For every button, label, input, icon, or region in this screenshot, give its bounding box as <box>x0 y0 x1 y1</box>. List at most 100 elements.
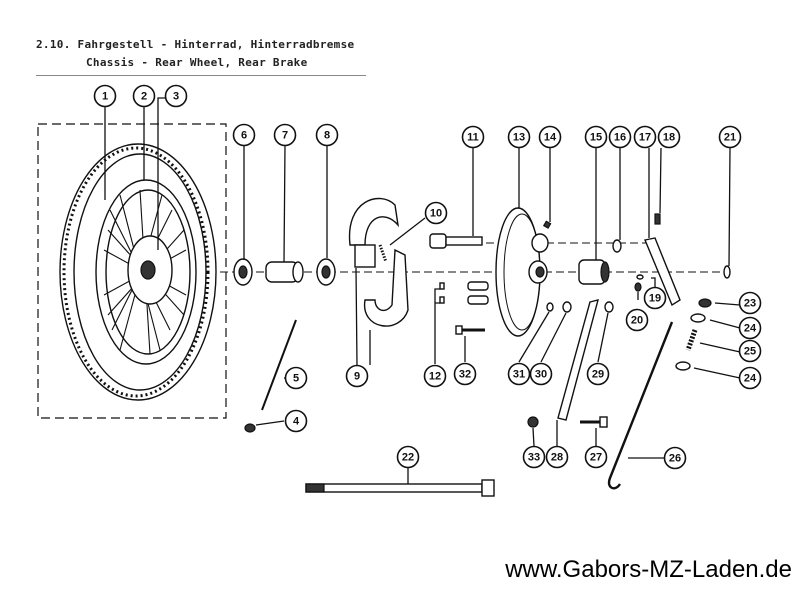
callout-number: 24 <box>744 323 757 335</box>
callout-number: 30 <box>535 369 547 381</box>
callout-20: 20 <box>625 308 649 332</box>
callout-circle <box>453 362 477 386</box>
nut-14 <box>542 220 552 229</box>
callout-30: 30 <box>529 362 553 386</box>
callout-17: 17 <box>633 125 657 149</box>
callout-21: 21 <box>718 125 742 149</box>
callout-circle <box>718 125 742 149</box>
callout-10: 10 <box>424 201 448 225</box>
rubber-bush-15 <box>578 259 610 285</box>
callout-13: 13 <box>507 125 531 149</box>
wing-nut-23 <box>698 298 712 308</box>
callout-circle <box>738 339 762 363</box>
nut-30 <box>562 301 572 313</box>
callout-number: 12 <box>429 371 441 383</box>
spacer-sleeve-7 <box>265 261 304 283</box>
nut-33 <box>527 416 539 428</box>
diagram-title-german: 2.10. Fahrgestell - Hinterrad, Hinterrad… <box>36 38 355 51</box>
callout-number: 7 <box>282 130 288 142</box>
callout-circle <box>345 364 369 388</box>
rear-wheel <box>59 143 217 401</box>
callout-circle <box>424 201 448 225</box>
callout-number: 14 <box>544 132 557 144</box>
callout-number: 20 <box>631 315 643 327</box>
callout-number: 10 <box>430 208 442 220</box>
callout-24: 24 <box>738 316 762 340</box>
callout-number: 8 <box>324 130 330 142</box>
callout-19: 19 <box>643 286 667 310</box>
callout-circle <box>93 84 117 108</box>
callout-number: 1 <box>102 91 108 103</box>
brake-lever-17 <box>644 237 681 307</box>
pins-12 <box>439 281 489 305</box>
callout-number: 33 <box>528 452 540 464</box>
brake-rod-26 <box>607 321 674 490</box>
callout-circle <box>584 445 608 469</box>
callout-circle <box>586 362 610 386</box>
diagram-title-english: Chassis - Rear Wheel, Rear Brake <box>86 56 308 69</box>
callout-number: 31 <box>513 369 525 381</box>
callout-8: 8 <box>315 123 339 147</box>
callout-16: 16 <box>608 125 632 149</box>
callout-number: 9 <box>354 371 360 383</box>
callout-circle <box>132 84 156 108</box>
title-underline <box>36 75 366 76</box>
callout-number: 25 <box>744 346 756 358</box>
callout-circle <box>738 366 762 390</box>
callout-circle <box>522 445 546 469</box>
callout-circle <box>284 409 308 433</box>
bearing-8 <box>316 258 336 286</box>
callout-circle <box>545 445 569 469</box>
callout-circle <box>608 125 632 149</box>
spring-25 <box>685 329 698 351</box>
callout-24: 24 <box>738 366 762 390</box>
brake-shoes-9 <box>348 197 409 327</box>
bearing-6 <box>233 258 253 286</box>
callout-number: 4 <box>293 416 300 428</box>
leader-lines <box>104 97 741 484</box>
callout-number: 26 <box>669 453 681 465</box>
callout-1: 1 <box>93 84 117 108</box>
callout-number: 13 <box>513 132 525 144</box>
screw-18 <box>654 213 661 225</box>
callout-circle <box>529 362 553 386</box>
callout-4: 4 <box>284 409 308 433</box>
callout-circle <box>315 123 339 147</box>
callout-12: 12 <box>423 364 447 388</box>
callout-number: 21 <box>724 132 736 144</box>
callout-15: 15 <box>584 125 608 149</box>
callout-number: 15 <box>590 132 602 144</box>
callout-22: 22 <box>396 445 420 469</box>
spoke-5 <box>261 319 297 411</box>
callout-2: 2 <box>132 84 156 108</box>
wheel-assembly-box <box>37 123 227 419</box>
callout-31: 31 <box>507 362 531 386</box>
rear-axle-22 <box>305 479 495 497</box>
spoke-nipple-4 <box>244 423 256 433</box>
callout-number: 22 <box>402 452 414 464</box>
brake-cam-11 <box>429 233 483 249</box>
callout-26: 26 <box>663 446 687 470</box>
torque-arm-28 <box>557 299 599 421</box>
callout-circle <box>738 291 762 315</box>
callout-14: 14 <box>538 125 562 149</box>
washer-31 <box>546 302 554 312</box>
nut-29 <box>604 301 614 313</box>
bolt-27 <box>580 416 608 428</box>
callout-3: 3 <box>164 84 188 108</box>
callout-circle <box>461 125 485 149</box>
nut-16 <box>612 239 622 253</box>
callout-9: 9 <box>345 364 369 388</box>
callout-number: 11 <box>467 132 479 144</box>
website-watermark: www.Gabors-MZ-Laden.de <box>505 556 792 583</box>
callout-number: 23 <box>744 298 756 310</box>
spring-10 <box>378 244 388 263</box>
callout-32: 32 <box>453 362 477 386</box>
callout-circle <box>507 362 531 386</box>
callout-11: 11 <box>461 125 485 149</box>
callout-number: 2 <box>141 91 147 103</box>
callout-number: 3 <box>173 91 179 103</box>
callout-18: 18 <box>657 125 681 149</box>
